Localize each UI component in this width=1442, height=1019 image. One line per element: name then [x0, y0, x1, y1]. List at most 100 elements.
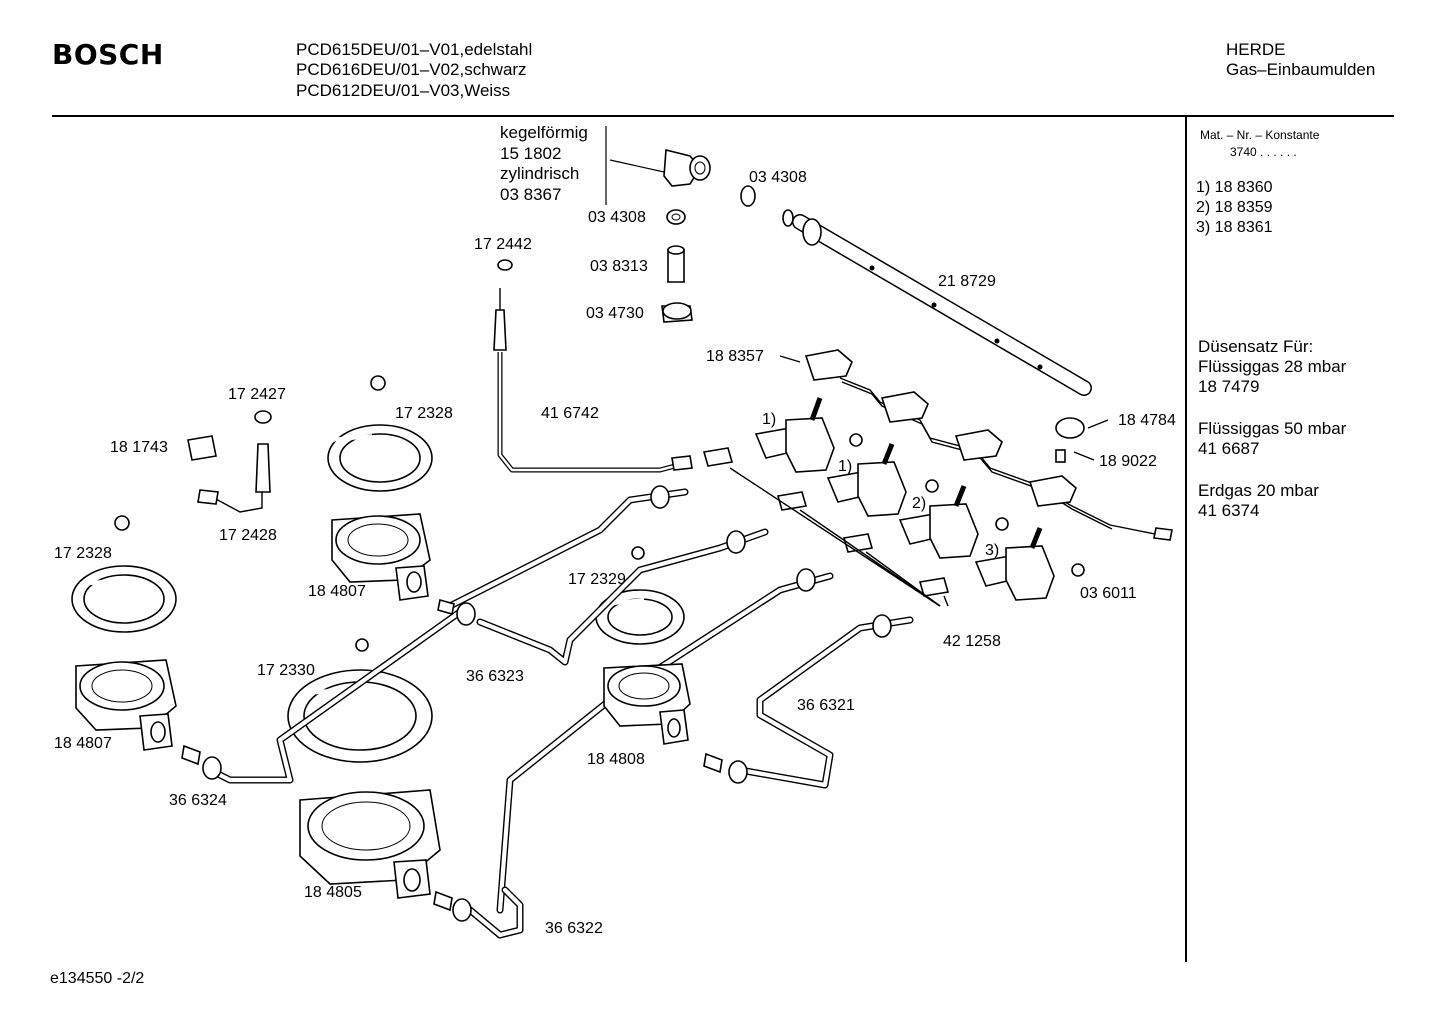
label-366321: 36 6321: [797, 697, 855, 714]
knob-cap-part: [1055, 417, 1085, 439]
mat-number-label: Mat. – Nr. – Konstante: [1200, 128, 1320, 142]
valve-seal-a: [702, 447, 734, 467]
screw-part-d: [355, 638, 369, 652]
screw-part-c: [631, 546, 645, 560]
label-variant-2: 2): [912, 495, 927, 512]
small-nut-b: [925, 479, 939, 493]
small-nut-d: [1071, 563, 1085, 577]
ignition-switch-part-b: [880, 391, 929, 423]
fitting-note-1: kegelförmig: [500, 123, 588, 142]
washer-part-b: [666, 209, 686, 225]
label-034308-a: 03 4308: [749, 169, 807, 186]
variant-3: 3) 18 8361: [1196, 219, 1273, 236]
pipe-nut-d: [872, 614, 892, 638]
gas-valve-1: [754, 397, 835, 473]
seal-ring-part-b: [71, 565, 177, 633]
harness-plug: [1153, 527, 1173, 541]
fitting-note-3: zylindrisch: [500, 164, 580, 183]
burner-housing-part-d: [299, 789, 441, 899]
pipe-nut-f: [202, 756, 222, 780]
washer-part-a: [740, 185, 756, 207]
label-variant-1b: 1): [838, 458, 853, 475]
label-036011: 03 6011: [1080, 585, 1137, 602]
thermocouple-part: [493, 288, 693, 473]
elbow-fitting-part: [663, 148, 711, 187]
label-034308-b: 03 4308: [588, 209, 646, 226]
label-172330: 17 2330: [257, 662, 315, 679]
label-181743: 18 1743: [110, 439, 168, 456]
label-184805: 18 4805: [304, 884, 362, 901]
clip-part: [187, 435, 217, 461]
burner-housing-part-a: [331, 513, 431, 601]
label-184807-a: 18 4807: [308, 583, 366, 600]
small-washer-part: [497, 259, 513, 271]
label-421258: 42 1258: [943, 633, 1001, 650]
label-variant-3: 3): [985, 542, 1000, 559]
screw-part-b: [114, 515, 130, 531]
mat-number-value: 3740 . . . . . .: [1230, 145, 1297, 159]
ignition-switch-part-a: [804, 349, 853, 381]
label-172329: 17 2329: [568, 571, 626, 588]
label-184807-b: 18 4807: [54, 735, 112, 752]
label-184784: 18 4784: [1118, 412, 1176, 429]
valve-seal-d: [918, 577, 950, 597]
nozzle-part-3: 41 6374: [1198, 501, 1260, 520]
label-034730: 03 4730: [586, 305, 644, 322]
label-variant-1a: 1): [762, 411, 777, 428]
gas-valve-4: [974, 527, 1055, 601]
label-366323: 36 6323: [466, 668, 524, 685]
electrode-washer-part: [254, 410, 272, 424]
gas-valve-3: [898, 485, 979, 559]
label-172328-b: 17 2328: [54, 545, 112, 562]
drawing-code: e134550 -2/2: [50, 970, 145, 987]
small-nut-a: [849, 433, 863, 447]
screw-part-a: [370, 375, 386, 391]
label-416742: 41 6742: [541, 405, 599, 422]
nozzle-name-2: Flüssiggas 50 mbar: [1198, 419, 1347, 438]
label-038313: 03 8313: [590, 258, 648, 275]
spring-part: [1055, 449, 1066, 463]
category-title: HERDE: [1226, 40, 1286, 59]
label-218729: 21 8729: [938, 273, 996, 290]
seal-ring-part-c: [595, 589, 685, 645]
ignition-switch-part-c: [954, 429, 1003, 461]
nozzle-set-title: Düsensatz Für:: [1198, 337, 1314, 356]
model-line-1: PCD615DEU/01–V01,edelstahl: [296, 40, 533, 59]
gas-valve-2: [826, 443, 907, 517]
nozzle-part-2: 41 6687: [1198, 439, 1260, 458]
gas-rail-part: [782, 209, 1092, 396]
fitting-note-2: 15 1802: [500, 144, 562, 163]
label-172427: 17 2427: [228, 386, 286, 403]
valve-seal-b: [776, 491, 808, 511]
brand-logo: BOSCH: [52, 38, 164, 71]
nozzle-part-1: 18 7479: [1198, 377, 1260, 396]
pipe-nut-b: [726, 530, 746, 554]
small-nut-c: [995, 517, 1009, 531]
nozzle-name-1: Flüssiggas 28 mbar: [1198, 357, 1347, 376]
label-366324: 36 6324: [169, 792, 227, 809]
leader-fitting: [609, 159, 665, 173]
label-184808: 18 4808: [587, 751, 645, 768]
label-172428: 17 2428: [219, 527, 277, 544]
pipe-nut-a: [650, 485, 670, 509]
burner-housing-part-b: [75, 659, 177, 751]
nozzle-name-3: Erdgas 20 mbar: [1198, 481, 1319, 500]
subcategory-title: Gas–Einbaumulden: [1226, 60, 1376, 79]
burner-housing-part-c: [603, 663, 691, 745]
label-189022: 18 9022: [1099, 453, 1157, 470]
label-172442: 17 2442: [474, 236, 532, 253]
pipe-nut-g: [452, 898, 472, 922]
label-188357: 18 8357: [706, 348, 764, 365]
pipe-nut-e: [456, 602, 476, 626]
ignition-switch-part-d: [1028, 475, 1077, 507]
electrode-part: [255, 443, 271, 493]
label-366322: 36 6322: [545, 920, 603, 937]
model-line-2: PCD616DEU/01–V02,schwarz: [296, 60, 527, 79]
pipe-nut-c: [796, 568, 816, 592]
seal-ring-part-a: [327, 424, 433, 492]
label-172328-a: 17 2328: [395, 405, 453, 422]
model-line-3: PCD612DEU/01–V03,Weiss: [296, 81, 511, 100]
variant-2: 2) 18 8359: [1196, 199, 1273, 216]
